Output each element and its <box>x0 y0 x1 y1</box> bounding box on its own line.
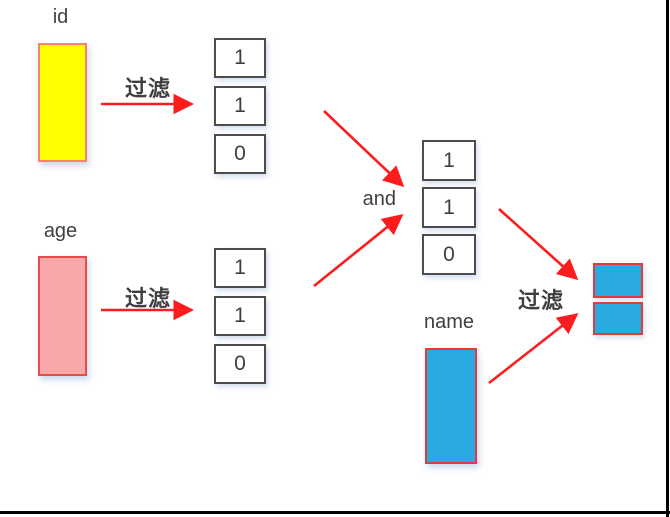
and-arrow-from-id-bitmap <box>323 110 405 188</box>
id-column-rect <box>38 43 87 162</box>
bitmap-cell: 0 <box>214 344 266 384</box>
page-border-right <box>666 0 669 517</box>
id-column-label: id <box>52 6 69 28</box>
filtered-result-blocks <box>593 263 643 335</box>
bitmap-cell: 1 <box>422 140 476 181</box>
bitmap-cell: 0 <box>214 134 266 174</box>
result-block <box>593 302 643 335</box>
age-column-rect <box>38 256 87 376</box>
bitmap-cell: 1 <box>422 187 476 228</box>
age-bitmap: 1 1 0 <box>214 248 266 384</box>
name-column-label: name <box>423 311 475 333</box>
result-arrow-from-and-bitmap <box>498 208 579 281</box>
age-column-label: age <box>43 220 78 242</box>
result-block <box>593 263 643 298</box>
bitmap-cell: 1 <box>214 38 266 78</box>
result-arrow-from-name-column <box>488 313 579 385</box>
bitmap-cell: 0 <box>422 234 476 275</box>
name-column-rect <box>425 348 477 464</box>
and-result-bitmap: 1 1 0 <box>422 140 476 275</box>
filter-label-age: 过滤 <box>124 286 171 311</box>
filter-label-id: 过滤 <box>124 76 171 101</box>
bitmap-cell: 1 <box>214 86 266 126</box>
bitmap-cell: 1 <box>214 296 266 336</box>
bitmap-cell: 1 <box>214 248 266 288</box>
filter-label-result: 过滤 <box>517 288 564 313</box>
and-operator-label: and <box>362 188 396 210</box>
page-border-bottom <box>0 511 670 514</box>
and-arrow-from-age-bitmap <box>313 214 404 288</box>
id-bitmap: 1 1 0 <box>214 38 266 174</box>
